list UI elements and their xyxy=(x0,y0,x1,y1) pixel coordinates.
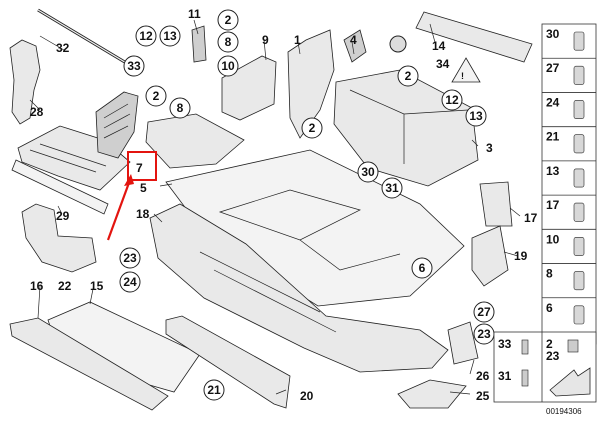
part-number: 16 xyxy=(30,279,44,293)
legend-number: 2 xyxy=(546,337,553,351)
part-strip xyxy=(11,159,109,215)
part-lower-left-strip xyxy=(9,317,169,411)
part-number: 17 xyxy=(524,211,538,225)
part-number: 29 xyxy=(56,209,70,223)
part-number: 22 xyxy=(58,279,72,293)
legend-number: 17 xyxy=(546,198,560,212)
part-number: 20 xyxy=(300,389,314,403)
part-number: 1 xyxy=(294,33,301,47)
callout-label: 6 xyxy=(419,261,426,275)
highlight-arrow-line xyxy=(106,179,132,241)
part-number: 3 xyxy=(486,141,493,155)
leader-lines xyxy=(29,19,521,395)
callout-label: 2 xyxy=(405,69,412,83)
part-left-panel xyxy=(9,39,41,125)
part-bracket xyxy=(95,91,139,159)
callout-label: 27 xyxy=(477,305,491,319)
callout-label: 34 xyxy=(436,57,450,71)
fastener-icon xyxy=(573,65,585,85)
part-lower-panel xyxy=(149,203,449,373)
part-number: 5 xyxy=(140,181,147,195)
callout-label: 33 xyxy=(127,59,141,73)
part-right-lower-bracket xyxy=(471,225,509,287)
part-number: 32 xyxy=(56,41,70,55)
svg-text:!: ! xyxy=(461,71,464,81)
part-left-lower-panel xyxy=(21,203,97,273)
callout-label: 2 xyxy=(309,121,316,135)
callout-label: 13 xyxy=(163,29,177,43)
callout-label: 13 xyxy=(469,109,483,123)
legend-number: 27 xyxy=(546,61,560,75)
callout-label: 8 xyxy=(225,35,232,49)
part-number: 26 xyxy=(476,369,490,383)
callout-circles: 12 13 2 8 10 33 2 8 2 2 12 13 30 31 6 23… xyxy=(119,9,495,401)
fastener-icon xyxy=(573,202,585,222)
part-number: 14 xyxy=(432,39,446,53)
screw-icon xyxy=(521,369,529,387)
part-numbers: 11 9 1 4 14 32 28 7 5 18 3 29 17 19 16 2… xyxy=(30,7,538,403)
legend-number: 24 xyxy=(546,95,560,109)
fastener-legend: 30 27 24 21 13 17 10 8 6 33 31 2 23 00194306 xyxy=(493,23,597,416)
callout-label: 10 xyxy=(221,59,235,73)
callout-label: 12 xyxy=(139,29,153,43)
callout-label: 12 xyxy=(445,93,459,107)
reference-code: 00194306 xyxy=(546,407,582,416)
clip-icon xyxy=(567,339,579,353)
callout-label: 23 xyxy=(477,327,491,341)
part-number: 18 xyxy=(136,207,150,221)
highlight-box xyxy=(127,151,157,181)
part-right-box xyxy=(333,69,479,187)
part-top-rail xyxy=(415,11,533,63)
part-small-tray xyxy=(145,113,245,169)
fastener-icon xyxy=(573,271,585,291)
part-right-bracket xyxy=(479,181,513,227)
callout-label: 2 xyxy=(153,89,160,103)
part-tab xyxy=(343,29,367,63)
part-number highlighted-part-number: 7 xyxy=(136,161,143,175)
fastener-icon xyxy=(573,31,585,51)
part-warning-label xyxy=(451,57,481,83)
part-number: 11 xyxy=(188,7,201,21)
callout-label: 8 xyxy=(177,101,184,115)
legend-number: 23 xyxy=(546,349,560,363)
fastener-icon xyxy=(573,134,585,154)
part-number: 25 xyxy=(476,389,490,403)
screw-icon xyxy=(521,339,529,355)
legend-number: 8 xyxy=(546,267,553,281)
legend-number: 6 xyxy=(546,301,553,315)
part-number: 4 xyxy=(350,33,357,47)
part-number: 15 xyxy=(90,279,104,293)
legend-number: 33 xyxy=(498,337,512,351)
callout-label: 23 xyxy=(123,251,137,265)
reference-arrow-icon xyxy=(549,367,591,397)
part-number: 19 xyxy=(514,249,528,263)
part-lower-rail xyxy=(165,315,291,409)
legend-number: 31 xyxy=(498,369,512,383)
fastener-icon xyxy=(573,168,585,188)
part-small-bracket xyxy=(447,321,479,365)
legend-number: 30 xyxy=(546,27,560,41)
fastener-icon xyxy=(573,100,585,119)
part-bottom-guard xyxy=(397,379,467,409)
fastener-icon xyxy=(573,237,585,256)
callout-label: 2 xyxy=(225,13,232,27)
callout-label: 31 xyxy=(385,181,399,195)
callout-label: 30 xyxy=(361,165,375,179)
part-vertical-bracket xyxy=(287,29,335,139)
callout-label: 24 xyxy=(123,275,137,289)
legend-number: 21 xyxy=(546,130,560,144)
part-number: 28 xyxy=(30,105,44,119)
part-clip xyxy=(191,25,207,63)
fastener-icon xyxy=(573,305,585,325)
legend-number: 10 xyxy=(546,232,560,246)
legend-number: 13 xyxy=(546,164,560,178)
callout-label: 21 xyxy=(207,383,221,397)
part-number: 9 xyxy=(262,33,269,47)
